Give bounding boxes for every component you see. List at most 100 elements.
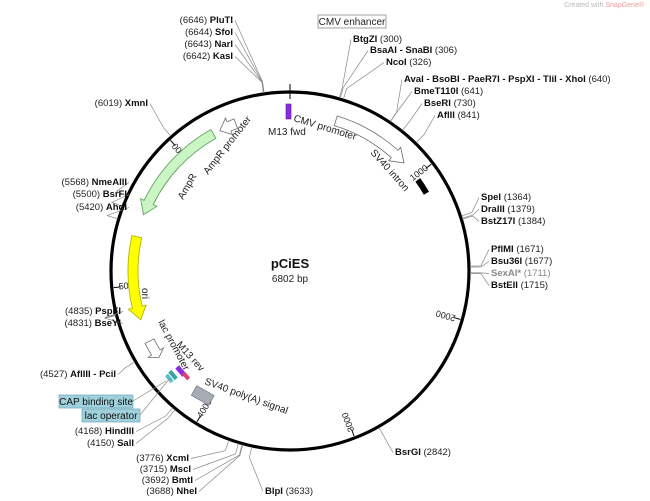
site-leader [117,361,135,375]
site-leader [190,440,230,459]
site-position: (730) [451,98,476,109]
site-position: (1715) [518,280,548,291]
ruler-label: 3000 [340,411,357,433]
site-leader [115,182,130,197]
site-name: KasI [213,51,233,62]
site-position: (4168) [75,426,105,437]
restriction-site: (6643) NarI [184,39,233,50]
restriction-site: BsaAI - SnaBI (306) [370,45,457,56]
ori-feature [127,235,147,321]
site-position: (1384) [515,216,545,227]
site-name: SfoI [215,27,233,38]
restriction-site: (5568) NmeAIII [62,177,127,188]
site-position: (1364) [501,192,531,203]
sv40-intron-feature [415,178,430,195]
lac-operator-mark [168,369,178,381]
site-leader [390,79,403,122]
restriction-site: BstZ17I (1384) [481,216,545,227]
site-position: (1379) [505,204,535,215]
ruler-tick [113,286,121,289]
plasmid-name: pCiES [271,256,310,271]
site-name: BtgZI [353,34,377,45]
site-leader [402,103,423,131]
restriction-site: (6644) SfoI [185,27,233,38]
restriction-site: (3688) NheI [146,486,197,497]
site-name: BmtI [172,475,193,486]
site-leader [343,62,385,100]
site-name: BsrGI [395,447,421,458]
restriction-site: (4831) BseYI [64,318,121,329]
site-name: BlpI [265,486,283,497]
restriction-site: BseRI (730) [424,98,476,109]
site-position: (5420) [76,202,106,213]
site-name: MscI [170,464,191,475]
restriction-site: (6642) KasI [183,51,233,62]
site-name: NheI [176,486,197,497]
site-position: (6642) [183,51,213,62]
site-name: AhdI [106,202,127,213]
cmv-promoter-feature [333,115,405,164]
site-name: XmnI [125,98,148,109]
site-name: BsaAI - SnaBI [370,45,432,56]
site-position: (1671) [514,244,544,255]
cap-binding-site-box [58,394,134,409]
site-leader [378,427,394,453]
ampr-label: AmpR [176,172,199,202]
restriction-site: NcoI (326) [386,57,431,68]
snapgene-credit: Created with SnapGene® [564,2,644,9]
restriction-site: (4527) AflIII - PciI [40,369,116,380]
site-leader [461,209,480,219]
ampr-feature [140,128,217,216]
restriction-site: BtgZI (300) [353,34,402,45]
sv40-polya-feature [190,385,215,406]
site-leader [415,115,436,143]
restriction-site: (5500) BsrFI [73,189,127,200]
restriction-site: (3692) BmtI [142,475,193,486]
site-position: (4835) [65,306,95,317]
site-position: (1677) [522,256,552,267]
ruler-tick [196,415,202,422]
site-position: (6644) [185,27,215,38]
site-name: Bsu36I [491,256,522,267]
plasmid-size: 6802 bp [272,274,309,285]
features: CMV enhancer M13 fwd CMV promoter SV40 i… [58,14,430,423]
site-position: (841) [455,110,480,121]
sv40-polya-label: SV40 poly(A) signal [203,376,289,416]
restriction-site: BmeT110I (641) [414,86,483,97]
site-leader [390,91,413,122]
lac-operator-leader [139,377,171,416]
site-name: PluTI [210,15,233,26]
site-name: BstEII [491,280,518,291]
site-leader [469,272,490,274]
site-leader [194,444,243,481]
restriction-site: (6019) XmnI [95,98,148,109]
cmv-enhancer-box [317,14,387,29]
site-leader [234,56,264,94]
site-position: (306) [432,45,457,56]
site-leader [234,32,265,93]
site-position: (6643) [184,39,214,50]
cap-binding-site-label: CAP binding site [59,397,133,408]
site-name: NarI [215,39,233,50]
ruler-tick [453,316,461,320]
site-name: PflMI [491,244,514,255]
site-leader [469,249,490,267]
site-position: (326) [407,57,432,68]
lac-marker [181,371,191,381]
restriction-site: BsrGI (2842) [395,447,451,458]
restriction-site: BstEII (1715) [491,280,548,291]
site-name: BmeT110I [414,86,458,97]
site-position: (3692) [142,475,172,486]
restriction-site: AflII (841) [437,110,480,121]
site-name: DraIII [481,204,505,215]
restriction-sites: (6646) PluTI(6644) SfoI(6643) NarI(6642)… [40,15,611,497]
site-leader [462,215,480,222]
site-leader [469,273,490,286]
site-leader [469,261,490,268]
site-position: (5500) [73,189,103,200]
restriction-site: (4168) HindIII [75,426,134,437]
site-leader [198,444,244,492]
site-leader [149,103,172,137]
site-name: XcmI [166,453,189,464]
site-position: (6646) [180,15,210,26]
